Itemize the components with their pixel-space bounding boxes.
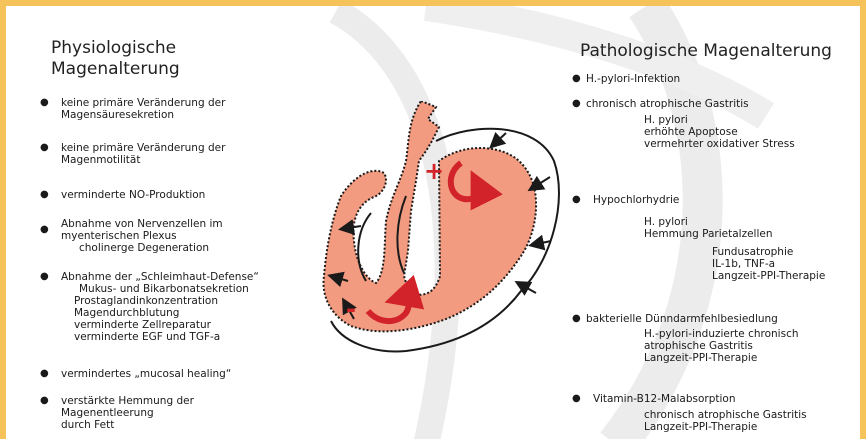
item-subtext: Hemmung Parietalzellen: [644, 228, 773, 241]
item-text: verminderte EGF und TGF-a: [74, 331, 220, 344]
left-title-line2: Magenalterung: [51, 59, 180, 80]
item-text: keine primäre Veränderung der: [61, 97, 225, 110]
stomach-diagram: + -: [296, 101, 566, 361]
bullet: ●: [40, 224, 49, 237]
right-title: Pathologische Magenalterung: [580, 41, 832, 62]
plus-sign: +: [424, 157, 444, 185]
item-text: Mukus- und Bikarbonatsekretion: [79, 283, 249, 296]
item-subtext: H. pylori: [644, 216, 688, 229]
compression-arrow: [532, 241, 551, 245]
item-text: myenterischen Plexus: [61, 230, 177, 243]
item-text: Abnahme von Nervenzellen im: [61, 218, 223, 231]
item-subtext: vermehrter oxidativer Stress: [644, 138, 795, 151]
item-subtext: Langzeit-PPI-Therapie: [712, 270, 825, 283]
item-text: vermindertes „mucosal healing“: [61, 368, 231, 381]
item-subtext: atrophische Gastritis: [644, 340, 753, 353]
left-title-line1: Physiologische: [51, 38, 180, 59]
item-subtext: H. pylori: [644, 114, 688, 127]
bullet: ●: [40, 368, 49, 381]
item-text: Hypochlorhydrie: [593, 194, 679, 207]
item-text: chronisch atrophische Gastritis: [586, 98, 749, 111]
item-text: verstärkte Hemmung der: [61, 395, 194, 408]
item-subtext: Langzeit-PPI-Therapie: [644, 352, 757, 365]
item-text: keine primäre Veränderung der: [61, 142, 225, 155]
item-text: verminderte Zellreparatur: [74, 319, 211, 332]
item-text: Magendurchblutung: [74, 307, 179, 320]
item-text: cholinerge Degeneration: [79, 242, 209, 255]
bullet: ●: [572, 393, 581, 406]
bullet: ●: [40, 271, 49, 284]
item-subtext: H.-pylori-induzierte chronisch: [644, 328, 799, 341]
item-text: Vitamin-B12-Malabsorption: [593, 393, 736, 406]
item-subtext: IL-1b, TNF-a: [712, 258, 775, 271]
bullet: ●: [572, 73, 581, 86]
left-title: Physiologische Magenalterung: [51, 38, 180, 80]
bullet: ●: [40, 395, 49, 408]
compression-arrow: [492, 133, 506, 146]
item-text: Magenentleerung: [61, 407, 154, 420]
item-text: durch Fett: [61, 419, 114, 432]
item-text: H.-pylori-Infektion: [586, 73, 680, 86]
bullet: ●: [572, 194, 581, 207]
item-subtext: chronisch atrophische Gastritis: [644, 409, 807, 422]
item-text: bakterielle Dünndarmfehlbesiedlung: [586, 313, 778, 326]
bullet: ●: [40, 142, 49, 155]
item-subtext: erhöhte Apoptose: [644, 126, 738, 139]
bullet: ●: [572, 313, 581, 326]
item-subtext: Langzeit-PPI-Therapie: [644, 421, 757, 434]
bullet: ●: [40, 97, 49, 110]
item-text: Magensäuresekretion: [61, 109, 174, 122]
item-text: Prostaglandinkonzentration: [74, 295, 218, 308]
item-text: Abnahme der „Schleimhaut-Defense“: [61, 271, 259, 284]
item-subtext: Fundusatrophie: [712, 246, 793, 259]
item-text: verminderte NO-Produktion: [61, 189, 205, 202]
bullet: ●: [572, 98, 581, 111]
bullet: ●: [40, 189, 49, 202]
minus-sign: -: [346, 295, 356, 323]
item-text: Magenmotilität: [61, 154, 140, 167]
